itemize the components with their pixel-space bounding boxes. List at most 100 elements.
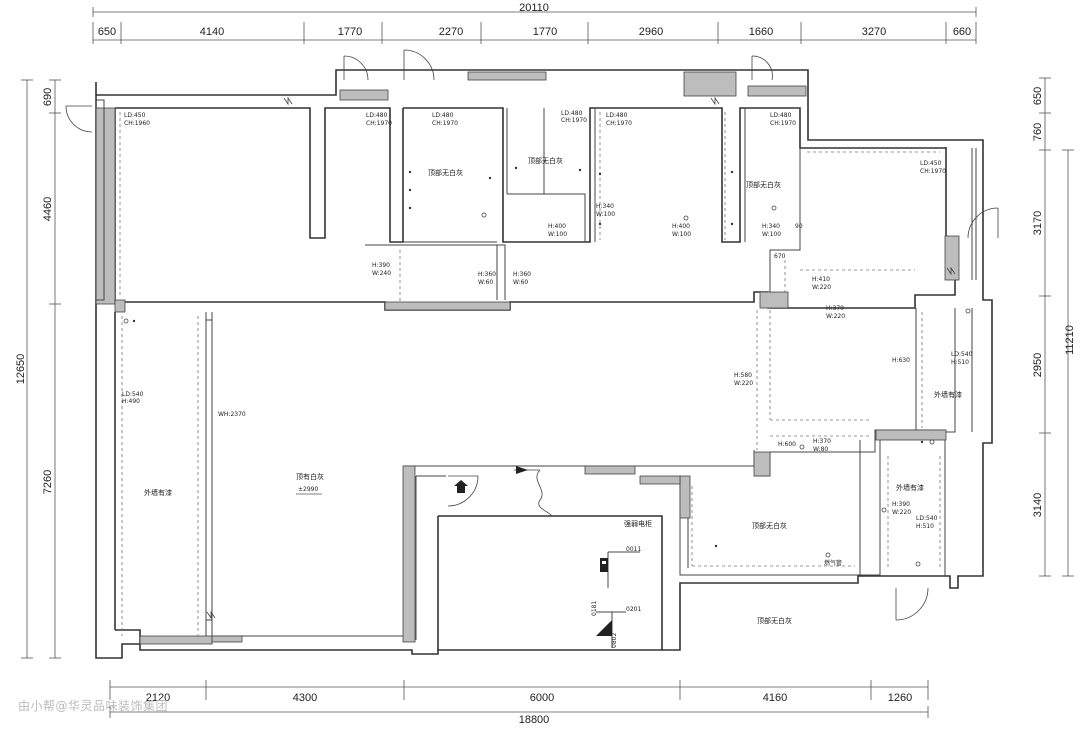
ceiling-fixtures <box>123 166 971 567</box>
room-label-gas-pipe: 燃气管 <box>824 559 842 567</box>
ann-ch1970-a: CH:1970 <box>366 120 392 127</box>
room-label-exterior-b: 外墙有漆 <box>144 488 172 497</box>
ann-dim-0181: 0181 <box>591 601 598 616</box>
left-dimension-chain: 12650 690 4460 7260 <box>15 79 61 659</box>
room-label-ceiling-e: 顶部无白灰 <box>757 616 792 625</box>
electric-box-detail: 0011 0201 0181 0802 <box>591 546 641 648</box>
ann-ld540-bath: LD:540 <box>916 515 938 522</box>
ann-w60-b: W:60 <box>513 279 528 286</box>
ann-ch1970-right: CH:1970 <box>920 168 946 175</box>
ann-h340-a: H:340 <box>596 203 614 210</box>
room-label-living-height: ±2990 <box>298 486 318 493</box>
ann-dim-0201: 0201 <box>626 606 641 613</box>
ann-ld450-bedroom: LD:450 <box>124 112 146 119</box>
right-dim-2: 3170 <box>1032 211 1044 235</box>
left-total-dimension: 12650 <box>15 354 27 385</box>
north-marker-icons <box>206 96 956 620</box>
room-label-ceiling-d: 顶部无白灰 <box>752 521 787 530</box>
ann-w220-b: W:220 <box>826 313 845 320</box>
bottom-dimension-chain: 2120 4300 6000 4160 1260 18800 <box>109 680 929 726</box>
top-dim-2: 1770 <box>338 26 362 38</box>
ann-ch1960-bedroom: CH:1960 <box>124 120 150 127</box>
ann-w100-a: W:100 <box>548 231 567 238</box>
room-label-ceiling-b: 顶部无白灰 <box>528 156 563 165</box>
ann-ch1970-c: CH:1970 <box>561 117 587 124</box>
bottom-dim-2: 6000 <box>530 692 554 704</box>
ann-w80: W:80 <box>813 446 828 453</box>
room-label-electric-box: 强弱电柜 <box>624 519 652 528</box>
room-label-exterior-c: 外墙有漆 <box>896 483 924 492</box>
bottom-dim-0: 2120 <box>146 692 170 704</box>
ann-h400-b: H:400 <box>672 223 690 230</box>
right-dimension-chain: 650 760 3170 2950 3140 11210 <box>1032 77 1076 577</box>
top-dim-6: 1660 <box>749 26 773 38</box>
ann-w220-bath: W:220 <box>892 509 911 516</box>
doors-windows <box>65 49 999 621</box>
top-dim-8: 660 <box>953 26 971 38</box>
entry-arrow-icon <box>454 466 553 517</box>
ann-ch1970-b: CH:1970 <box>432 120 458 127</box>
top-dim-3: 2270 <box>439 26 463 38</box>
ann-w100-b: W:100 <box>596 211 615 218</box>
ann-w100-c: W:100 <box>672 231 691 238</box>
watermark: 由小帮@华灵品味装饰集团 <box>18 699 169 713</box>
ann-ld450-right: LD:450 <box>920 160 942 167</box>
ann-ld480-d: LD:480 <box>606 112 628 119</box>
ann-h390-bath: H:390 <box>892 501 910 508</box>
ann-h600: H:600 <box>778 441 796 448</box>
top-dim-5: 2960 <box>639 26 663 38</box>
ann-h630: H:630 <box>892 357 910 364</box>
ann-ld480-b: LD:480 <box>432 112 454 119</box>
ann-h370-b: H:370 <box>813 438 831 445</box>
ann-ch1970-e: CH:1970 <box>770 120 796 127</box>
ann-h400-a: H:400 <box>548 223 566 230</box>
ann-h390-hall: H:390 <box>372 262 390 269</box>
bottom-dim-1: 4300 <box>293 692 317 704</box>
ann-ld480-c: LD:480 <box>561 110 583 117</box>
ann-h360-a: H:360 <box>478 271 496 278</box>
ann-ld480-e: LD:480 <box>770 112 792 119</box>
room-label-ceiling-a: 顶部无白灰 <box>428 168 463 177</box>
ann-h510-right: H:510 <box>951 359 969 366</box>
ann-dim-90: 90 <box>795 223 803 230</box>
ann-ld480-a: LD:480 <box>366 112 388 119</box>
top-dim-1: 4140 <box>200 26 224 38</box>
room-annotations: LD:450 CH:1960 LD:480 CH:1970 LD:480 CH:… <box>122 110 973 625</box>
room-label-living-ceiling: 顶有白灰 <box>296 472 324 481</box>
ann-dim-0802: 0802 <box>611 633 618 648</box>
right-dim-4: 3140 <box>1032 493 1044 517</box>
ann-w60-a: W:60 <box>478 279 493 286</box>
bottom-dim-4: 1260 <box>888 692 912 704</box>
right-dim-0: 650 <box>1032 87 1044 105</box>
top-dim-0: 650 <box>98 26 116 38</box>
top-dimension-chain: 20110 650 4140 1770 2270 1770 2960 1660 … <box>92 2 977 44</box>
bottom-dim-3: 4160 <box>763 692 787 704</box>
ann-w220-a: W:220 <box>812 284 831 291</box>
ann-ld540-left: LD:540 <box>122 391 144 398</box>
ann-h580: H:580 <box>734 372 752 379</box>
ann-h410: H:410 <box>812 276 830 283</box>
room-label-exterior-a: 外墙有漆 <box>934 390 962 399</box>
ann-ld540-right: LD:540 <box>951 351 973 358</box>
bottom-total-dimension: 18800 <box>519 714 550 726</box>
ann-h370-a: H:370 <box>826 305 844 312</box>
ann-w240-hall: W:240 <box>372 270 391 277</box>
ann-wh2370: WH:2370 <box>218 411 246 418</box>
right-dim-3: 2950 <box>1032 353 1044 377</box>
ann-h510-bath: H:510 <box>916 523 934 530</box>
right-total-dimension: 11210 <box>1064 325 1076 355</box>
ann-dim-670: 670 <box>774 253 786 260</box>
left-dim-2: 7260 <box>42 470 54 494</box>
right-dim-1: 760 <box>1032 123 1044 141</box>
ann-ch1970-d: CH:1970 <box>606 120 632 127</box>
dashed-outlines <box>119 112 941 636</box>
top-dim-7: 3270 <box>862 26 886 38</box>
ann-h490-left: H:490 <box>122 398 140 405</box>
ann-w100-d: W:100 <box>762 231 781 238</box>
ann-h340-b: H:340 <box>762 223 780 230</box>
left-dim-1: 4460 <box>42 197 54 221</box>
left-dim-0: 690 <box>42 88 54 106</box>
ann-dim-0011: 0011 <box>626 546 641 553</box>
ann-w220-c: W:220 <box>734 380 753 387</box>
